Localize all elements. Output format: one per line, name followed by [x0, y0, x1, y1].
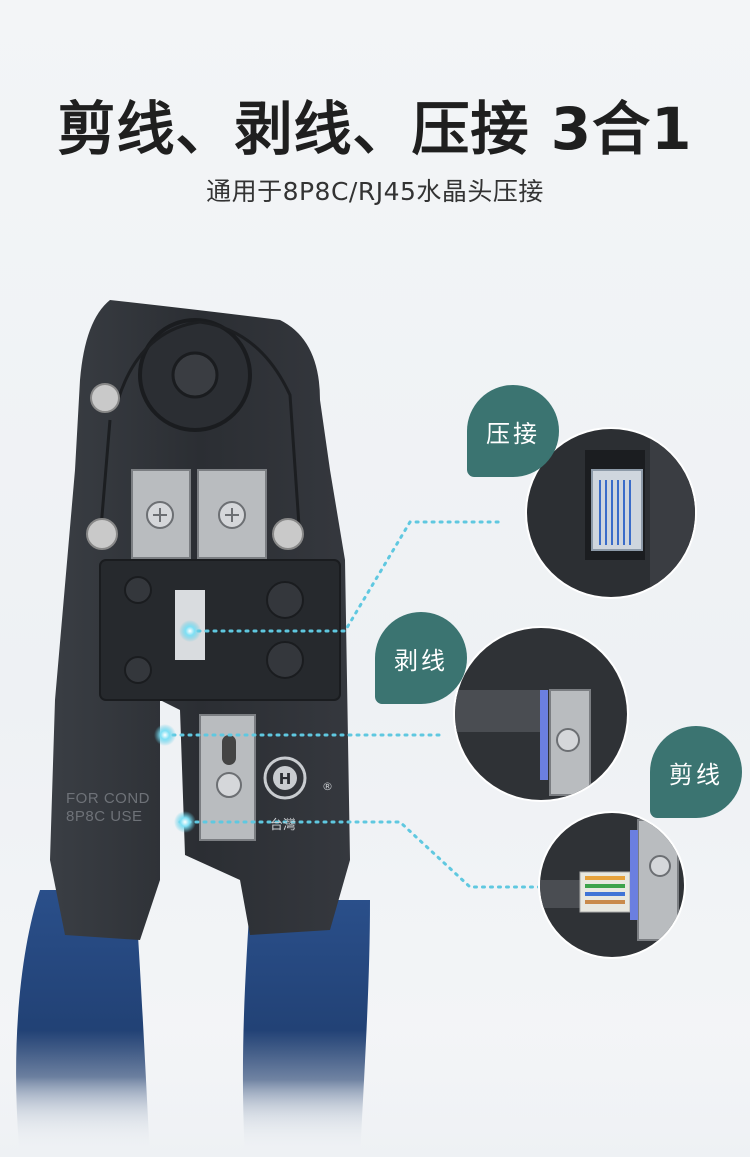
registered-mark: ® [322, 780, 333, 793]
strip-closeup-image [453, 626, 629, 802]
cut-point-dot [174, 811, 196, 833]
strip-point-dot [154, 724, 176, 746]
cut-callout-bubble: 剪线 [650, 726, 742, 818]
strip-callout-bubble: 剥线 [375, 612, 467, 704]
callout-lines [163, 520, 542, 889]
tool-engraving-line2: 8P8C USE [66, 808, 143, 825]
tool-engraving-line1: FOR COND [66, 790, 150, 807]
brand-text: 台灣 [270, 818, 297, 833]
headline: 剪线、剥线、压接 3合1 [57, 95, 693, 163]
cut-closeup-image [538, 811, 686, 959]
crimp-point-dot [179, 620, 201, 642]
subline: 通用于8P8C/RJ45水晶头压接 [206, 177, 544, 206]
brand-mark-letter: H [279, 770, 292, 788]
crimp-closeup-image [525, 427, 697, 599]
tool-body: H ® [50, 300, 350, 940]
crimp-callout-bubble: 压接 [467, 385, 559, 477]
